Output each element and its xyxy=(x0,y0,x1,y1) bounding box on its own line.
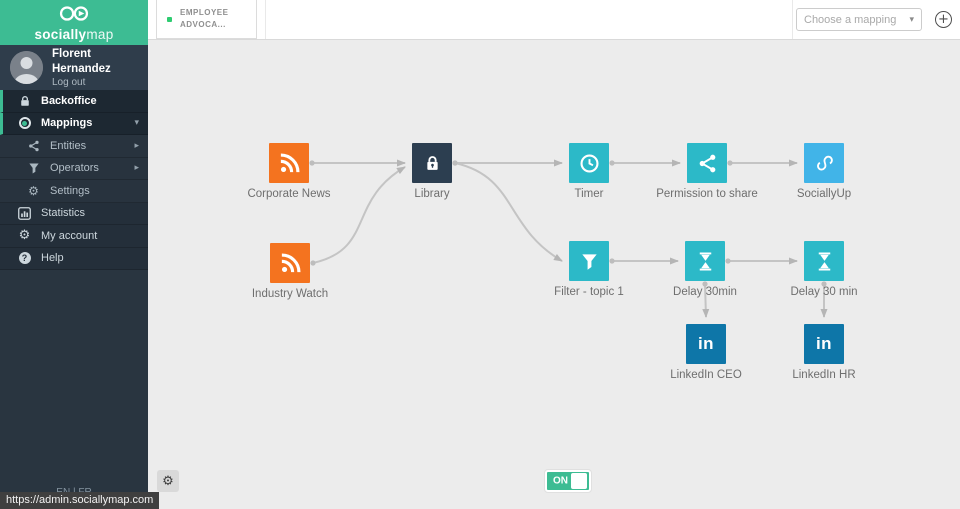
node-label: Delay 30min xyxy=(673,286,737,298)
lock-icon xyxy=(426,155,438,170)
chevron-down-icon: ▾ xyxy=(909,14,914,25)
share-icon xyxy=(699,154,715,172)
target-icon xyxy=(17,117,32,130)
sidebar-item-backoffice[interactable]: Backoffice xyxy=(0,90,148,113)
topbar: EMPLOYEE ADVOCA... Choose a mapping ▾ + xyxy=(148,0,960,40)
node-label: Permission to share xyxy=(656,188,758,200)
corporate-news-node[interactable] xyxy=(269,143,309,183)
sidebar-item-label: Help xyxy=(41,252,64,265)
hourglass-icon xyxy=(699,251,711,271)
plus-icon: + xyxy=(938,11,949,27)
permission-to-share-node[interactable] xyxy=(687,143,727,183)
sociallyup-node[interactable] xyxy=(804,143,844,183)
share-icon xyxy=(26,140,41,152)
mapping-tab[interactable]: EMPLOYEE ADVOCA... xyxy=(156,0,257,39)
clock-icon xyxy=(579,153,599,173)
industry-watch-node[interactable] xyxy=(270,243,310,283)
browser-status-tooltip: https://admin.sociallymap.com xyxy=(0,492,160,509)
avatar xyxy=(10,51,43,84)
sidebar-item-entities[interactable]: Entities ▸ xyxy=(0,135,148,158)
sidebar-item-statistics[interactable]: Statistics xyxy=(0,202,148,225)
logout-link[interactable]: Log out xyxy=(52,76,86,88)
sidebar-item-label: Statistics xyxy=(41,207,86,220)
filter-topic-1-node[interactable] xyxy=(569,241,609,281)
sidebar-item-label: Backoffice xyxy=(41,94,97,107)
brand-name-light: map xyxy=(86,26,114,42)
topbar-right: Choose a mapping ▾ + xyxy=(792,0,960,39)
sidebar-item-label: My account xyxy=(41,229,98,242)
flow-edges xyxy=(309,159,828,318)
sociallymap-logo-icon xyxy=(54,4,94,28)
sidebar-item-label: Settings xyxy=(50,184,90,197)
add-mapping-button[interactable]: + xyxy=(935,11,952,28)
sidebar: sociallymap Florent Hernandez Log out B xyxy=(0,0,148,509)
node-label: Industry Watch xyxy=(251,288,329,300)
chevron-right-icon: ▸ xyxy=(134,140,139,151)
topbar-divider xyxy=(265,0,266,39)
toggle-state-label: ON xyxy=(553,475,568,487)
sidebar-item-label: Mappings xyxy=(41,117,93,130)
user-panel: Florent Hernandez Log out xyxy=(0,45,148,90)
brand-name-bold: socially xyxy=(34,26,87,42)
sidebar-item-label: Operators xyxy=(50,162,99,175)
toggle-knob xyxy=(571,473,587,489)
linkedin-ceo-node[interactable]: in xyxy=(686,324,726,364)
sidebar-item-my-account[interactable]: ⚙ My account xyxy=(0,225,148,248)
brand-header: sociallymap xyxy=(0,0,148,45)
node-label: SociallyUp xyxy=(796,188,852,200)
loop-icon xyxy=(816,155,833,170)
choose-mapping-placeholder: Choose a mapping xyxy=(804,13,897,26)
node-label: Timer xyxy=(574,188,604,200)
linkedin-hr-node[interactable]: in xyxy=(804,324,844,364)
funnel-icon xyxy=(581,253,597,270)
user-name: Florent Hernandez xyxy=(52,48,111,75)
lock-icon xyxy=(17,95,32,107)
delay-30-min-node[interactable] xyxy=(804,241,844,281)
gear-icon: ⚙ xyxy=(18,228,31,244)
rss-icon xyxy=(280,152,300,172)
bar-chart-icon xyxy=(17,206,32,220)
sidebar-item-operators[interactable]: Operators ▸ xyxy=(0,157,148,180)
sidebar-item-mappings[interactable]: Mappings ▾ xyxy=(0,112,148,135)
delay-30min-node[interactable] xyxy=(685,241,725,281)
gear-icon: ⚙ xyxy=(162,473,174,489)
sidebar-item-help[interactable]: ? Help xyxy=(0,247,148,270)
node-label: LinkedIn HR xyxy=(792,369,856,381)
node-label: Delay 30 min xyxy=(790,286,858,298)
question-icon: ? xyxy=(17,252,32,265)
sidebar-item-label: Entities xyxy=(50,139,87,152)
sidebar-item-settings[interactable]: ⚙ Settings xyxy=(0,180,148,203)
canvas-settings-button[interactable]: ⚙ xyxy=(157,470,179,492)
node-label: LinkedIn CEO xyxy=(670,369,742,381)
status-dot-icon xyxy=(167,16,172,22)
linkedin-icon: in xyxy=(697,334,715,353)
hourglass-icon xyxy=(818,251,830,271)
linkedin-icon: in xyxy=(815,334,833,353)
node-label: Library xyxy=(414,188,450,200)
node-label: Corporate News xyxy=(247,188,331,200)
gear-icon: ⚙ xyxy=(28,183,39,198)
chevron-right-icon: ▸ xyxy=(134,163,139,174)
rss-icon xyxy=(281,252,301,272)
funnel-icon xyxy=(26,162,41,174)
sidebar-menu: Backoffice Mappings ▾ Entities ▸ Operato… xyxy=(0,90,148,270)
mapping-tab-label: EMPLOYEE ADVOCA... xyxy=(180,7,229,29)
timer-node[interactable] xyxy=(569,143,609,183)
brand-name: sociallymap xyxy=(34,27,113,42)
mapping-on-toggle[interactable]: ON xyxy=(545,470,591,492)
chevron-down-icon: ▾ xyxy=(134,118,139,129)
choose-mapping-select[interactable]: Choose a mapping ▾ xyxy=(796,8,922,31)
library-node[interactable] xyxy=(412,143,452,183)
node-label: Filter - topic 1 xyxy=(554,286,624,298)
